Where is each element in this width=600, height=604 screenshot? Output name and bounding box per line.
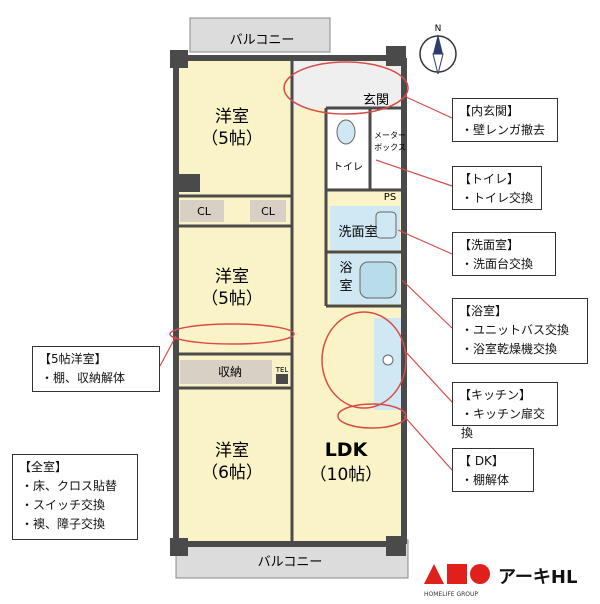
company-logo: HOMELIFE GROUP アーキHL [422, 556, 598, 600]
logo-mark-icon: HOMELIFE GROUP アーキHL [424, 564, 577, 598]
closet-2-label: CL [261, 205, 276, 218]
compass-label: N [435, 24, 442, 34]
note-dk-title: 【 DK】 [459, 454, 504, 468]
western-floor [176, 58, 292, 542]
entrance-label: 玄関 [363, 93, 389, 108]
ps-label: PS [384, 192, 396, 203]
storage-floor [180, 360, 272, 384]
toilet-label: トイレ [333, 162, 363, 173]
walls [173, 55, 407, 547]
bath-label-2: 室 [339, 278, 352, 294]
fixtures [336, 119, 397, 366]
note-entrance-item-1: ・壁レンガ撤去 [461, 123, 546, 137]
wc-area [326, 108, 404, 188]
inner-walls [176, 58, 404, 544]
logo-text: アーキHL [498, 567, 577, 588]
western-1-size: （5帖） [201, 129, 263, 149]
closet-1-label: CL [197, 205, 212, 218]
note-kitchen: 【キッチン】 ・キッチン扉交換 [452, 382, 558, 440]
note-washroom-item-1: ・洗面台交換 [461, 257, 534, 271]
storage-label: 収納 [218, 365, 242, 379]
note-toilet-item-1: ・トイレ交換 [461, 191, 534, 205]
ldk-size: （10帖） [310, 465, 383, 485]
logo-subtext: HOMELIFE GROUP [424, 591, 478, 598]
note-bath-item-2: ・浴室乾燥機交換 [461, 342, 558, 356]
note-toilet-title: 【トイレ】 [459, 172, 520, 186]
note-washroom-title: 【洗面室】 [459, 238, 520, 252]
ldk-name: LDK [325, 439, 369, 461]
note-dk-item-1: ・棚解体 [461, 473, 510, 487]
note-room5-item-1: ・棚、収納解体 [41, 371, 126, 385]
western-3-size: （6帖） [201, 463, 263, 483]
compass-icon [419, 34, 457, 75]
note-bath-item-1: ・ユニットバス交換 [461, 323, 570, 337]
closet-2-floor [250, 200, 286, 222]
bath-label-1: 浴 [339, 261, 352, 276]
tel-label: TEL [275, 366, 289, 374]
washroom-label: 洗面室 [338, 224, 377, 240]
note-all-item-3: ・襖、障子交換 [21, 517, 106, 531]
note-dk: 【 DK】 ・棚解体 [452, 448, 534, 492]
note-all-item-2: ・スイッチ交換 [21, 498, 106, 512]
meter-box-line1: メーター [374, 131, 406, 140]
note-room5: 【5帖洋室】 ・棚、収納解体 [32, 346, 160, 392]
western-2-size: （5帖） [201, 289, 263, 309]
pillars [170, 46, 406, 556]
western-2-name: 洋室 [215, 267, 249, 287]
leader-lines [159, 95, 453, 471]
balcony-top-label: バルコニー [230, 33, 295, 48]
note-room5-title: 【5帖洋室】 [39, 352, 107, 366]
note-all-item-1: ・床、クロス貼替 [21, 479, 118, 493]
western-3-name: 洋室 [215, 441, 249, 461]
note-kitchen-title: 【キッチン】 [459, 388, 532, 402]
balcony-top [189, 17, 331, 53]
note-washroom: 【洗面室】 ・洗面台交換 [452, 232, 556, 276]
balcony-bottom-label: バルコニー [258, 555, 323, 570]
note-entrance: 【内玄関】 ・壁レンガ撤去 [452, 98, 558, 142]
callouts [169, 61, 409, 429]
note-bath-title: 【浴室】 [459, 304, 508, 318]
note-bath: 【浴室】 ・ユニットバス交換 ・浴室乾燥機交換 [452, 298, 588, 364]
meter-box-line2: ボックス [374, 143, 406, 152]
note-all-title: 【全室】 [19, 460, 68, 474]
western-1-name: 洋室 [215, 107, 249, 127]
note-toilet: 【トイレ】 ・トイレ交換 [452, 166, 542, 210]
note-kitchen-item-1: ・キッチン扉交換 [461, 407, 546, 440]
note-all: 【全室】 ・床、クロス貼替 ・スイッチ交換 ・襖、障子交換 [12, 454, 138, 540]
note-entrance-title: 【内玄関】 [459, 104, 520, 118]
closet-1-floor [180, 200, 224, 222]
